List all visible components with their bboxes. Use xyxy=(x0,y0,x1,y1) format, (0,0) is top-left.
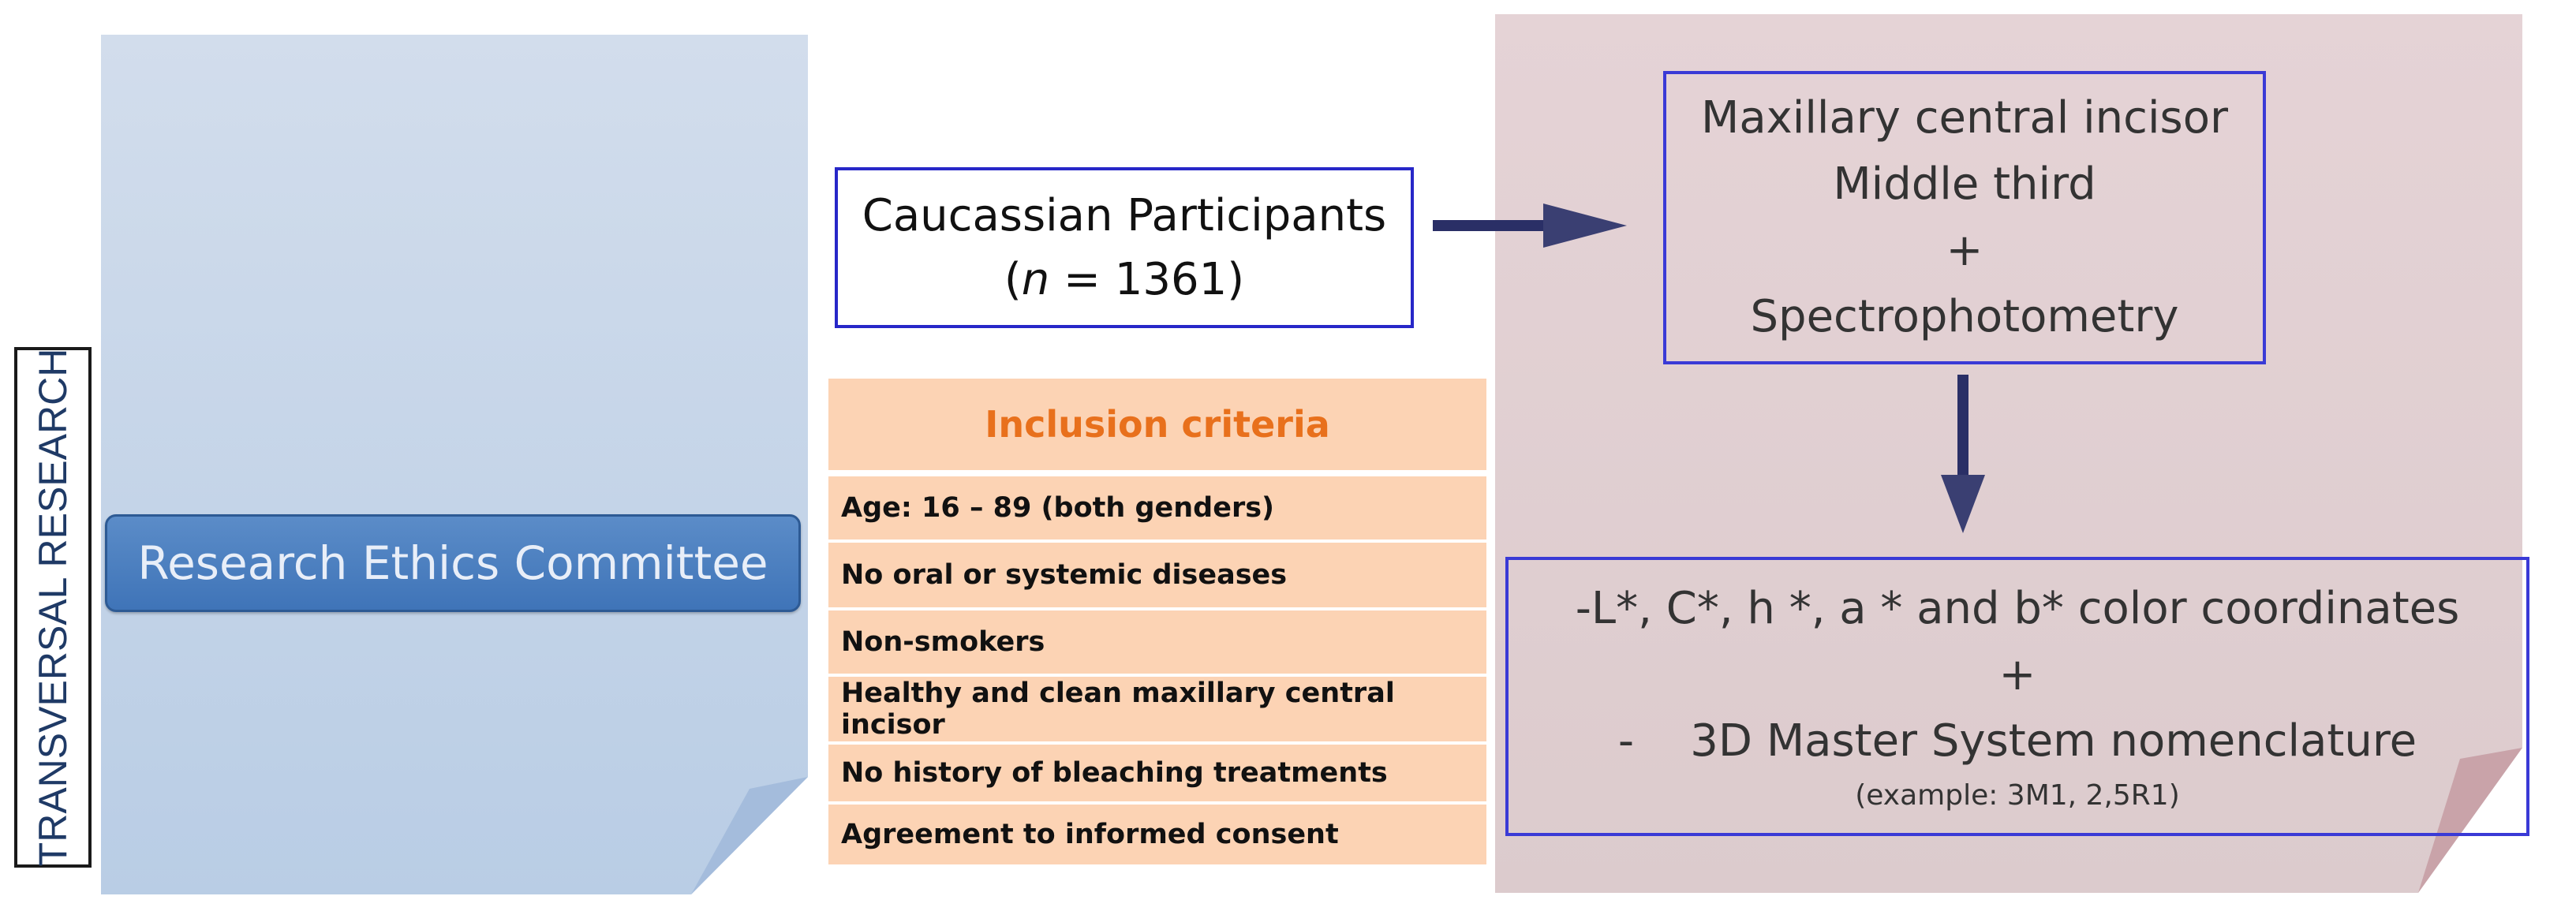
measurement-box: Maxillary central incisor Middle third +… xyxy=(1663,71,2266,364)
measurement-line-3: Spectrophotometry xyxy=(1750,291,2179,342)
measurement-line-1: Maxillary central incisor xyxy=(1701,92,2228,144)
criteria-row: Healthy and clean maxillary central inci… xyxy=(828,677,1486,741)
participants-count: (n = 1361) xyxy=(1004,248,1244,312)
coordinates-line-2: - 3D Master System nomenclature xyxy=(1617,715,2417,767)
criteria-row: Non-smokers xyxy=(828,610,1486,674)
left-note xyxy=(101,35,808,894)
coordinates-line-1: -L*, C*, h *, a * and b* color coordinat… xyxy=(1575,583,2460,634)
participants-n-symbol: n xyxy=(1021,254,1050,305)
coordinates-example: (example: 3M1, 2,5R1) xyxy=(1855,779,2180,812)
side-title-box: TRANSVERSAL RESEARCH xyxy=(14,347,92,868)
measurement-plus: + xyxy=(1946,225,1983,276)
criteria-row: No history of bleaching treatments xyxy=(828,745,1486,801)
arrow-down-head xyxy=(1941,475,1985,533)
left-note-fold xyxy=(691,777,808,894)
participants-n-value: = 1361) xyxy=(1049,254,1245,305)
arrow-right-head xyxy=(1543,203,1627,248)
participants-box: Caucassian Participants (n = 1361) xyxy=(835,167,1414,328)
ethics-committee-box: Research Ethics Committee xyxy=(105,514,801,612)
right-note-fold xyxy=(2418,748,2522,893)
measurement-line-2: Middle third xyxy=(1833,159,2096,210)
participants-open-paren: ( xyxy=(1004,254,1022,305)
criteria-header: Inclusion criteria xyxy=(828,379,1486,470)
coordinates-plus: + xyxy=(1998,649,2036,700)
participants-title: Caucassian Participants xyxy=(862,189,1387,241)
coordinates-box: -L*, C*, h *, a * and b* color coordinat… xyxy=(1505,557,2529,836)
side-title: TRANSVERSAL RESEARCH xyxy=(31,348,75,867)
ethics-committee-label: Research Ethics Committee xyxy=(137,536,768,590)
criteria-row: No oral or systemic diseases xyxy=(828,543,1486,607)
criteria-row: Age: 16 – 89 (both genders) xyxy=(828,476,1486,540)
criteria-row: Agreement to informed consent xyxy=(828,805,1486,864)
